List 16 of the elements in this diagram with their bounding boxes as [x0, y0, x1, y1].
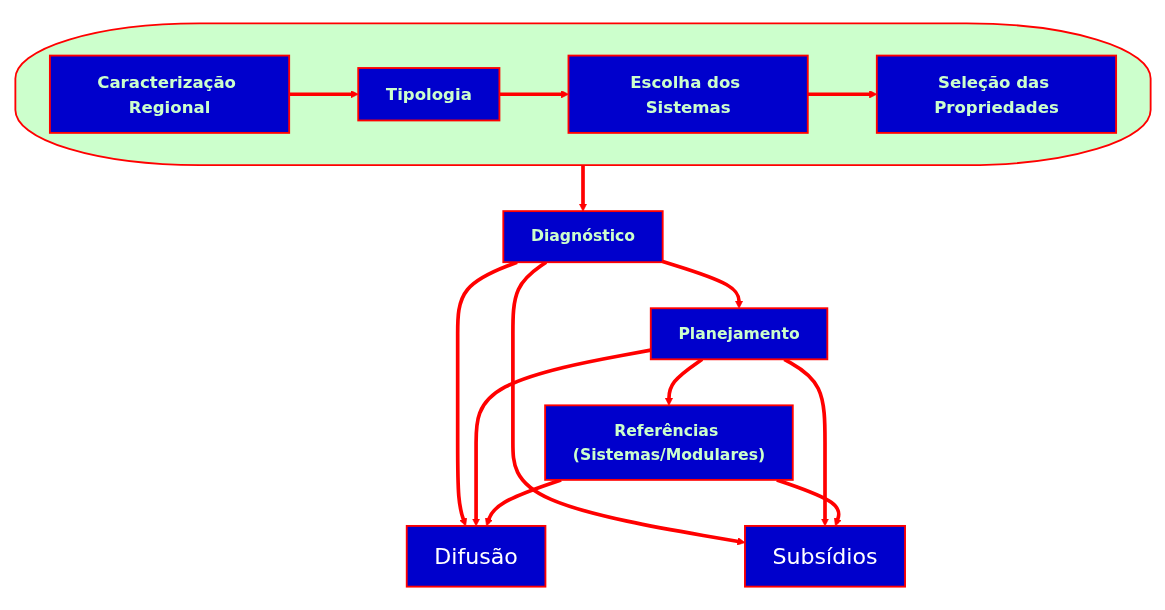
- node-box: Escolha dos Sistemas: [567, 54, 809, 134]
- arrow: [775, 478, 842, 527]
- arrow: [661, 259, 743, 309]
- arrow: [578, 165, 587, 212]
- node-box: Diagnóstico: [501, 210, 664, 264]
- node-box: Tipologia: [356, 67, 500, 122]
- node-box: Difusão: [405, 524, 546, 588]
- arrow: [807, 90, 877, 99]
- node-box: Planejamento: [649, 307, 828, 361]
- arrow: [471, 348, 651, 527]
- node-box: Caracterização Regional: [48, 54, 290, 134]
- arrow: [484, 478, 562, 527]
- arrow: [510, 260, 745, 546]
- node-box: Referências (Sistemas/Modulares): [543, 404, 794, 481]
- node-box: Seleção das Propriedades: [875, 54, 1117, 134]
- node-box: Subsídios: [743, 524, 906, 588]
